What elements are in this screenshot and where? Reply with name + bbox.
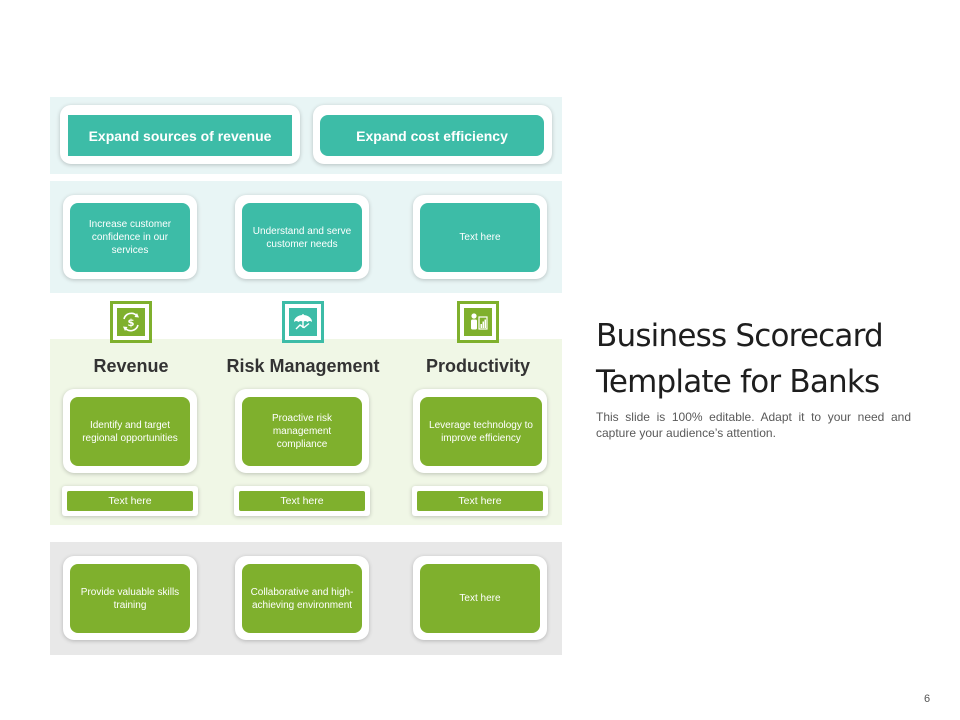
learning-frame-3: Text here — [413, 556, 547, 640]
customer-box-2: Understand and serve customer needs — [242, 203, 362, 272]
learning-frame-2: Collaborative and high-achieving environ… — [235, 556, 369, 640]
process-frame-2: Proactive risk management compliance — [235, 389, 369, 473]
slide-subtitle: This slide is 100% editable. Adapt it to… — [596, 410, 911, 440]
header-right-frame: Expand cost efficiency — [313, 105, 552, 164]
process-frame-3: Leverage technology to improve efficienc… — [413, 389, 547, 473]
process-bar-2: Text here — [239, 491, 365, 511]
process-box-1: Identify and target regional opportuniti… — [70, 397, 190, 466]
process-box-3: Leverage technology to improve efficienc… — [420, 397, 542, 466]
learning-frame-1: Provide valuable skills training — [63, 556, 197, 640]
process-bar-1: Text here — [67, 491, 193, 511]
process-bar-frame-3: Text here — [412, 486, 548, 516]
page-number: 6 — [924, 693, 931, 705]
learning-box-3: Text here — [420, 564, 540, 633]
customer-box-3: Text here — [420, 203, 540, 272]
svg-text:$: $ — [128, 318, 135, 329]
header-right-box: Expand cost efficiency — [320, 115, 544, 156]
revenue-icon-box: $ — [110, 301, 152, 343]
customer-frame-2: Understand and serve customer needs — [235, 195, 369, 279]
category-label-productivity: Productivity — [425, 356, 531, 376]
customer-box-1: Increase customer confidence in our serv… — [70, 203, 190, 272]
umbrella-icon — [289, 308, 317, 336]
process-frame-1: Identify and target regional opportuniti… — [63, 389, 197, 473]
header-left-box: Expand sources of revenue — [68, 115, 292, 156]
process-box-2: Proactive risk management compliance — [242, 397, 362, 466]
risk-icon-box — [282, 301, 324, 343]
header-left-frame: Expand sources of revenue — [60, 105, 300, 164]
category-label-risk-management: Risk Management — [226, 356, 380, 376]
slide-title-line-1: Business Scorecard — [596, 318, 884, 354]
customer-frame-3: Text here — [413, 195, 547, 279]
productivity-icon-box — [457, 301, 499, 343]
category-label-revenue: Revenue — [93, 356, 169, 376]
customer-frame-1: Increase customer confidence in our serv… — [63, 195, 197, 279]
slide-title-line-2: Template for Banks — [596, 364, 880, 400]
process-bar-3: Text here — [417, 491, 543, 511]
process-bar-frame-1: Text here — [62, 486, 198, 516]
slide-title: Business Scorecard Template for Banks — [596, 313, 936, 405]
learning-box-2: Collaborative and high-achieving environ… — [242, 564, 362, 633]
worker-chart-icon — [464, 308, 492, 336]
dollar-cycle-icon: $ — [117, 308, 145, 336]
process-bar-frame-2: Text here — [234, 486, 370, 516]
learning-box-1: Provide valuable skills training — [70, 564, 190, 633]
